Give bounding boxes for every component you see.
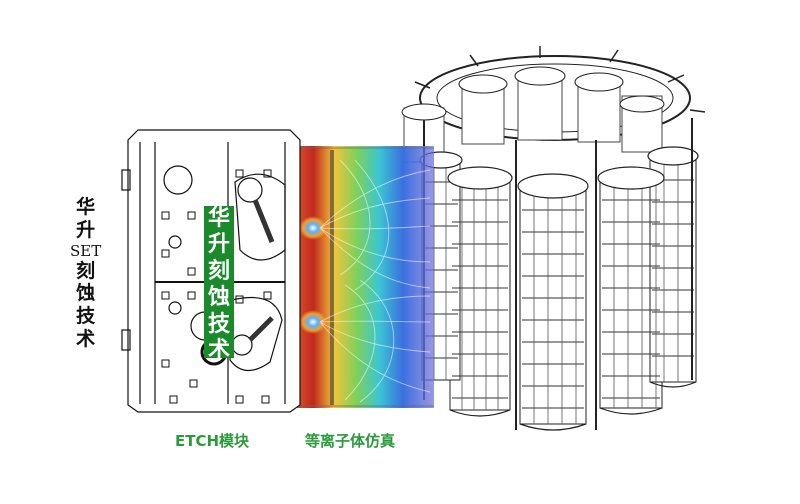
badge-char: 升 [207,232,230,258]
badge-char: 刻 [207,258,230,284]
caption-plasma-simulation: 等离子体仿真 [305,432,396,450]
title-char: 蚀 [76,282,96,305]
badge-char: 技 [207,311,230,337]
caption-etch-module: ETCH模块 [175,432,250,450]
title-char: 术 [76,327,96,350]
badge-char: 华 [207,206,230,231]
title-char: 升 [76,218,96,241]
carousel-reactor-drawing [401,46,706,431]
badge-char: 术 [207,337,230,363]
page-title-vertical: 华 升 SET 刻 蚀 技 术 [70,196,101,351]
title-char: 华 [76,196,96,218]
title-char: 技 [76,305,96,328]
green-badge-title: 华 升 刻 蚀 技 术 [204,206,234,364]
green-badge-bg [204,206,234,358]
title-char: 刻 [76,259,96,282]
badge-char: 蚀 [207,285,230,311]
title-brand-set: SET [70,241,102,260]
